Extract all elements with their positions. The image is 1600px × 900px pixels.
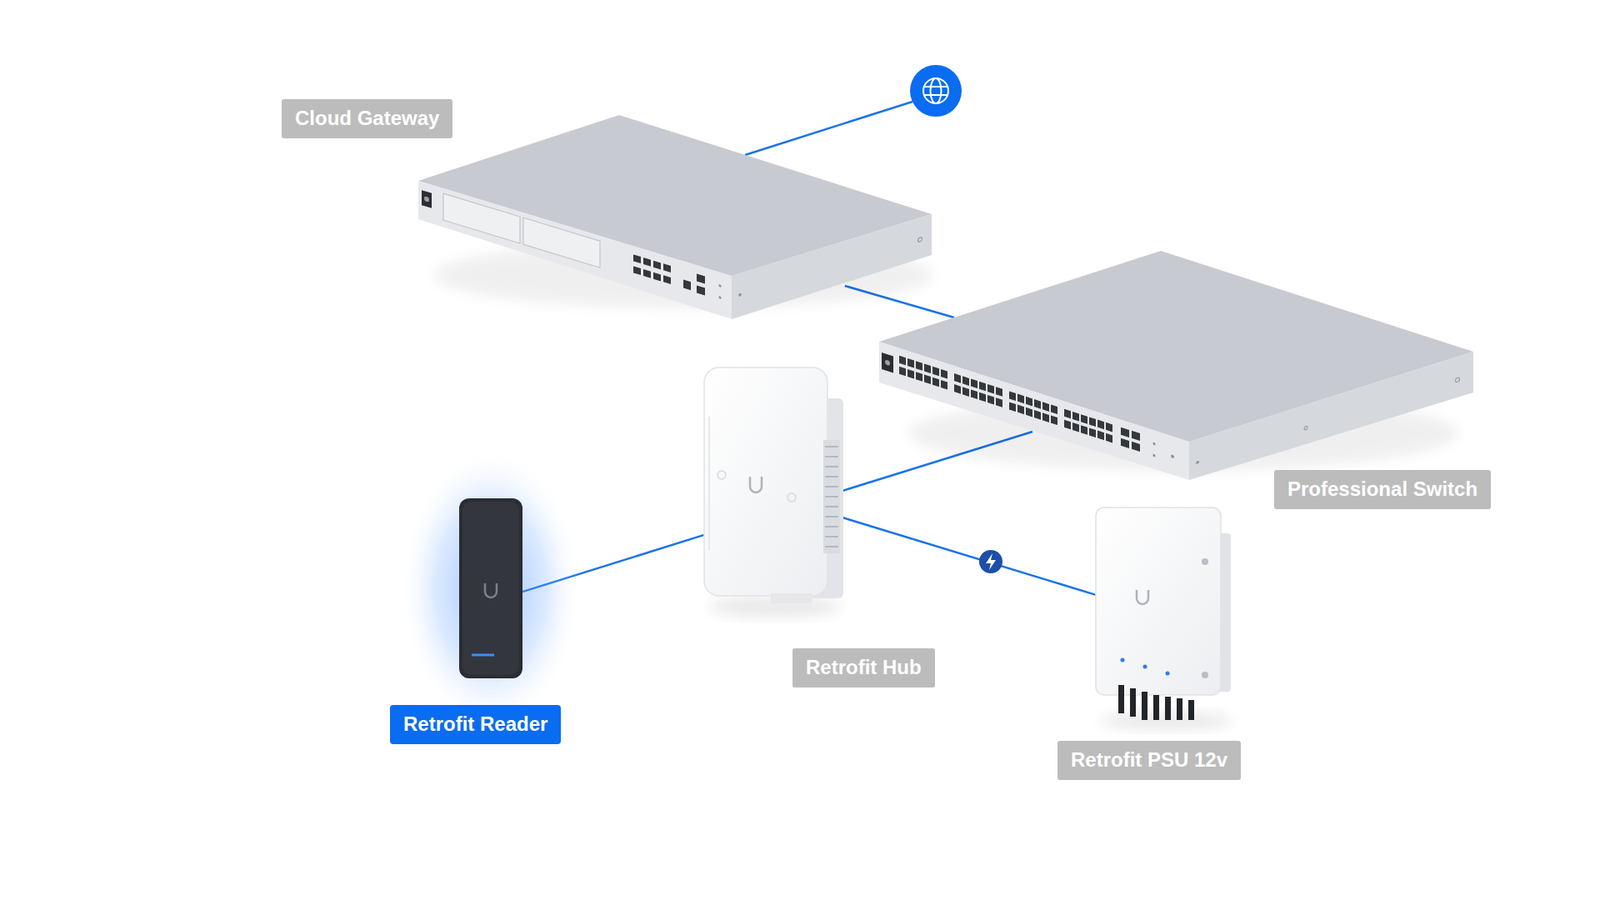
device-node: Professional Switch (879, 250, 1474, 480)
shadow (433, 241, 934, 309)
network-cable (845, 285, 955, 318)
psu-illustration (1095, 507, 1231, 720)
device-label: Retrofit PSU 12v (1057, 740, 1241, 780)
network-cable (522, 535, 705, 592)
hub-illustration (704, 367, 844, 604)
device-node: Retrofit Reader (459, 498, 523, 679)
device-node: Cloud Gateway (418, 115, 932, 320)
device-node: Retrofit Hub (704, 367, 843, 609)
shadow (908, 395, 1459, 471)
globe-icon (910, 65, 962, 117)
network-cable (842, 431, 1033, 491)
network-cable (842, 517, 1096, 595)
device-label: Cloud Gateway (281, 99, 453, 139)
switch-illustration (879, 250, 1474, 480)
device-label: Professional Switch (1274, 470, 1491, 510)
device-node: Retrofit PSU 12v (1095, 507, 1231, 720)
shadow (1100, 710, 1234, 731)
device-label: Retrofit Hub (792, 648, 935, 688)
internet-wire (745, 101, 913, 155)
device-label: Retrofit Reader (390, 705, 561, 745)
reader-illustration (399, 446, 583, 730)
gateway-illustration (418, 115, 932, 320)
shadow (708, 595, 842, 619)
power-bolt-symbol (979, 550, 1003, 574)
